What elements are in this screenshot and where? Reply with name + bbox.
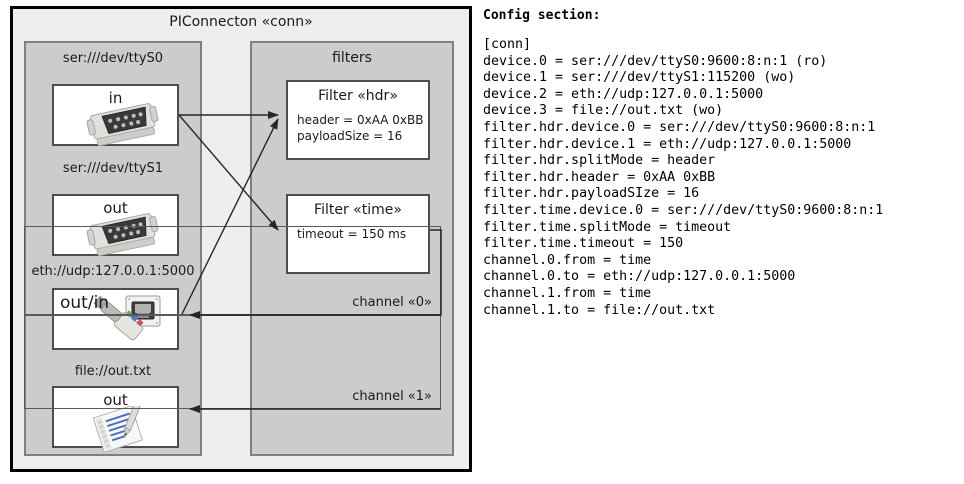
device-node-eth-udp[interactable]: out/in bbox=[52, 288, 179, 350]
device-direction-label: in bbox=[108, 89, 123, 107]
config-text: [conn] device.0 = ser:///dev/ttyS0:9600:… bbox=[483, 37, 884, 318]
text-file-icon bbox=[92, 406, 144, 452]
device-direction-label: out bbox=[103, 391, 128, 409]
filter-node-hdr[interactable]: Filter «hdr» header = 0xAA 0xBB payloadS… bbox=[286, 80, 430, 160]
serial-port-icon bbox=[86, 213, 159, 256]
diagram-title: PIConnecton «conn» bbox=[169, 14, 313, 30]
filter-attributes: header = 0xAA 0xBB payloadSize = 16 bbox=[297, 113, 424, 143]
connection-diagram: PIConnecton «conn» filters ser:///dev/tt… bbox=[10, 6, 472, 472]
device-direction-label: out/in bbox=[60, 293, 110, 313]
device-node-ttyS0[interactable]: in bbox=[52, 84, 179, 146]
device-caption-ttyS1: ser:///dev/ttyS1 bbox=[62, 161, 164, 176]
device-caption-file-out: file://out.txt bbox=[74, 364, 152, 379]
config-section: Config section: [conn] device.0 = ser://… bbox=[483, 8, 953, 319]
filter-title: Filter «hdr» bbox=[318, 88, 398, 104]
filter-title: Filter «time» bbox=[314, 202, 402, 218]
device-node-ttyS1[interactable]: out bbox=[52, 194, 179, 256]
serial-port-icon bbox=[86, 103, 159, 146]
device-node-file-out[interactable]: out bbox=[52, 386, 179, 452]
device-caption-eth-udp: eth://udp:127.0.0.1:5000 bbox=[31, 264, 195, 279]
channel-label-1: channel «1» bbox=[352, 389, 432, 404]
channel-label-0: channel «0» bbox=[352, 295, 432, 310]
device-direction-label: out bbox=[103, 199, 128, 217]
device-caption-ttyS0: ser:///dev/ttyS0 bbox=[62, 51, 164, 66]
filters-group-title: filters bbox=[332, 50, 372, 66]
config-heading: Config section: bbox=[483, 8, 601, 23]
